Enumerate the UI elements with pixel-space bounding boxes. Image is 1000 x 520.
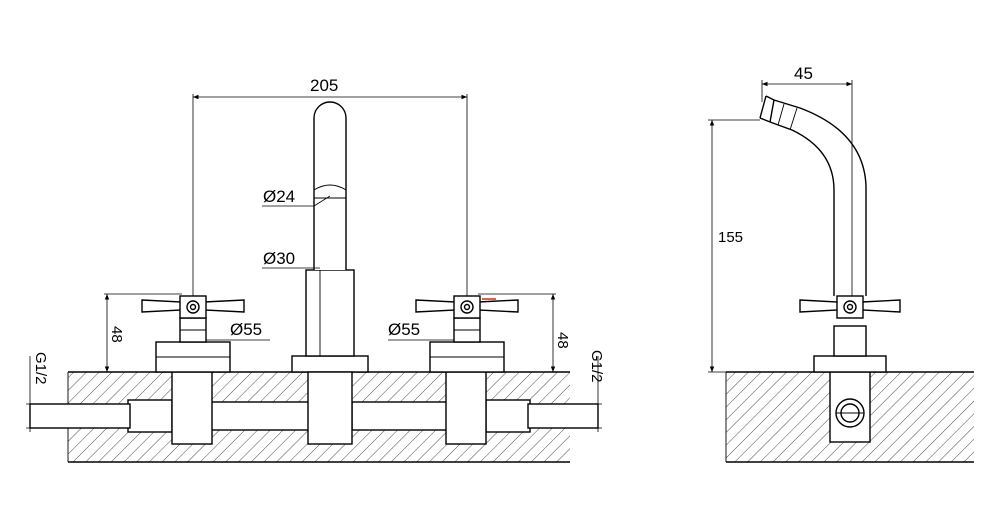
dim-left-handle-height [104, 293, 182, 372]
right-base-diameter-label: Ø55 [388, 320, 420, 339]
side-valve-body [829, 371, 871, 443]
spout-reach-label: 45 [794, 64, 813, 83]
left-base-diameter-label: Ø55 [230, 320, 262, 339]
left-inlet [29, 403, 131, 429]
spout-height-label: 155 [718, 229, 743, 246]
right-handle-height-label: 48 [554, 332, 571, 349]
right-cross-handle [415, 295, 519, 319]
dim-spout-height [708, 119, 760, 373]
dim-spout-diameter [262, 195, 331, 207]
side-cross-handle [799, 295, 901, 319]
side-base [813, 325, 887, 373]
left-valve [155, 317, 231, 445]
right-inlet-thread-label: G1/2 [588, 350, 605, 383]
dim-right-inlet-thread [582, 356, 602, 432]
dim-left-inlet-thread [26, 356, 46, 432]
dim-spout-reach [761, 80, 853, 296]
dim-center-spacing-label: 205 [310, 76, 338, 95]
spout [291, 101, 369, 445]
spout-diameter-label: Ø24 [263, 187, 295, 206]
side-view: 45 155 [708, 64, 974, 463]
dim-center-spacing [192, 94, 468, 296]
right-inlet [527, 403, 599, 429]
side-spout [759, 95, 867, 296]
left-handle-height-label: 48 [108, 326, 125, 343]
left-inlet-thread-label: G1/2 [32, 352, 49, 385]
spout-base-diameter-label: Ø30 [263, 249, 295, 268]
dim-right-handle-height [478, 293, 556, 372]
right-valve [429, 317, 505, 445]
left-cross-handle [141, 295, 245, 319]
front-view: 205 Ø24 Ø30 Ø55 Ø55 48 [26, 76, 605, 463]
